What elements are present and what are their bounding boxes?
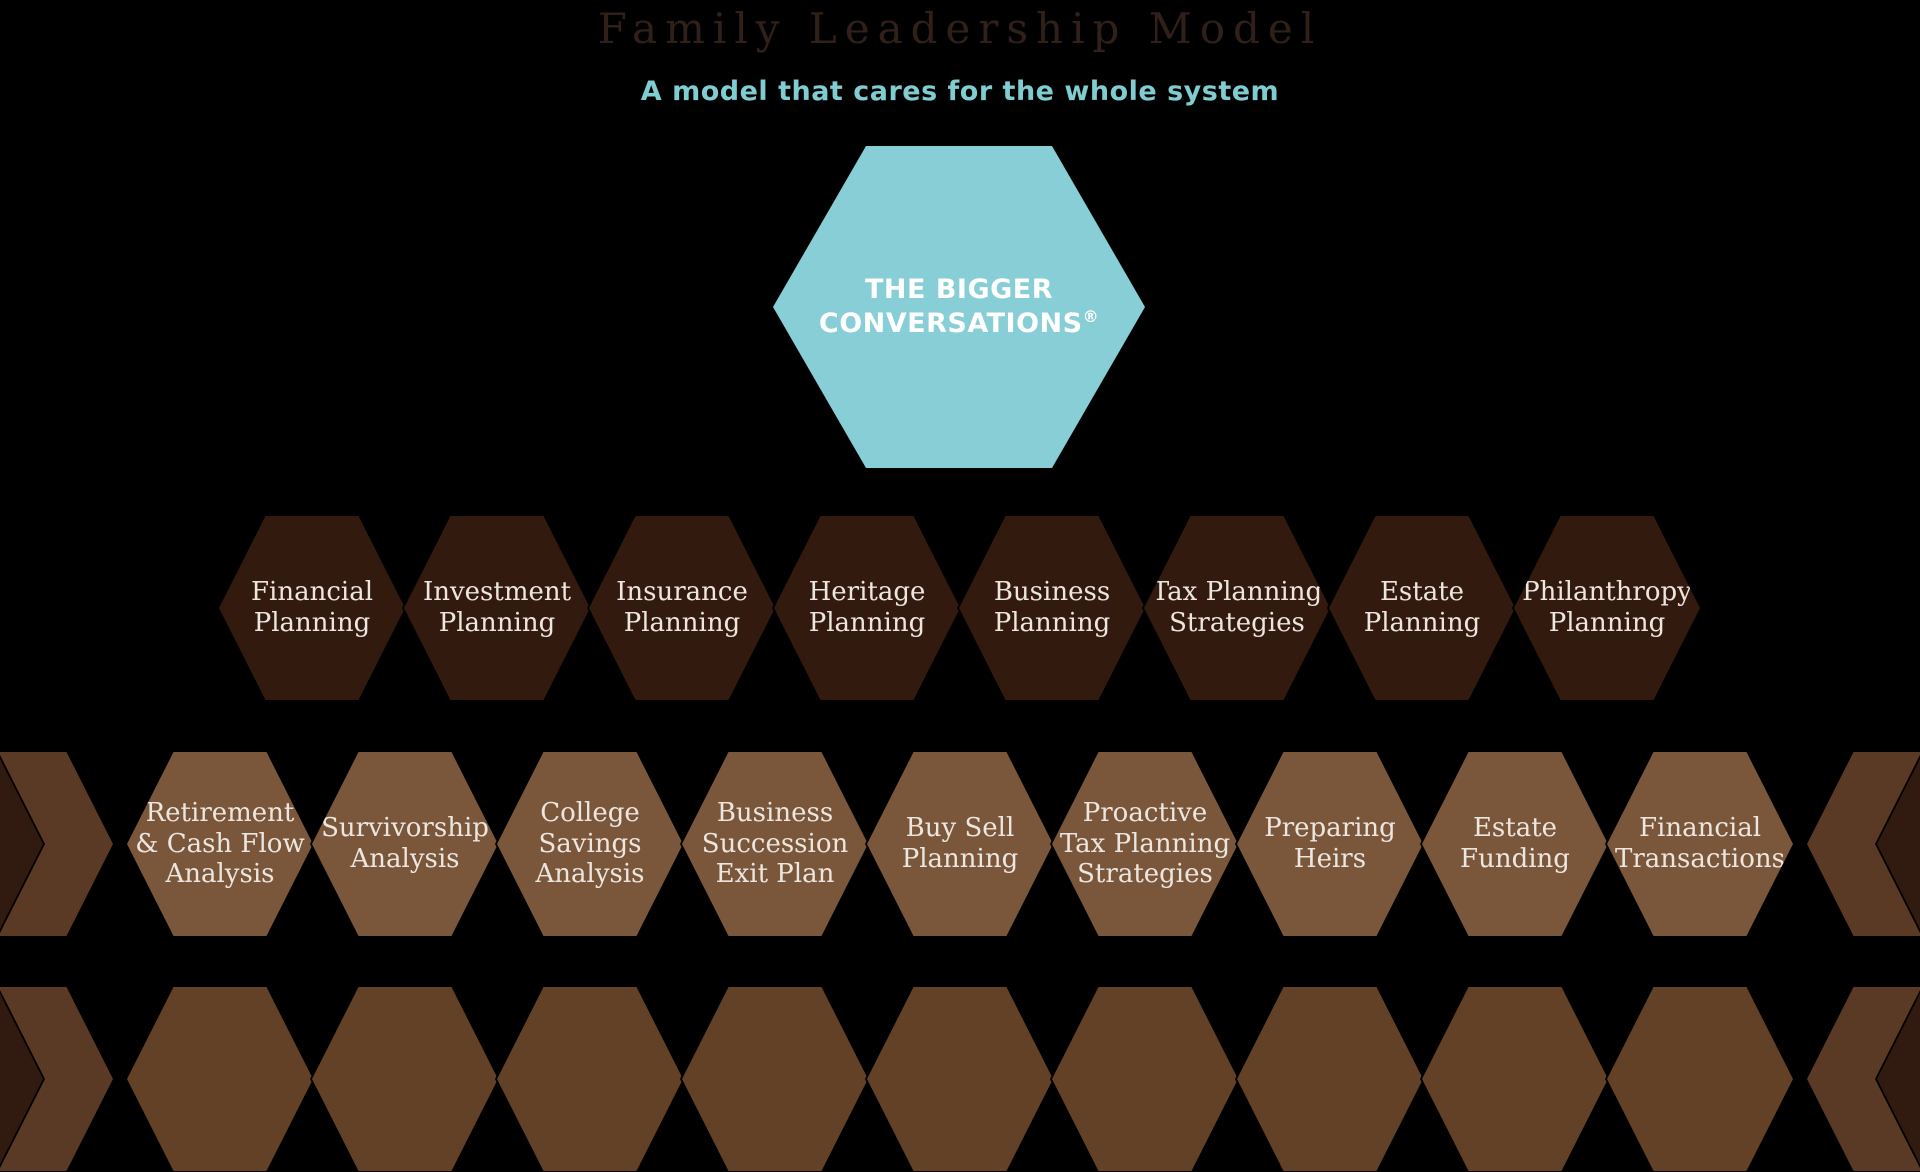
hexagon-fill — [1237, 987, 1423, 1171]
hexagon-label: Survivorship Analysis — [321, 813, 489, 874]
hexagon-label: Insurance Planning — [616, 577, 748, 638]
hexagon-fill — [312, 987, 498, 1171]
hexagon-fill: Insurance Planning — [589, 516, 775, 700]
hexagon-philanthropy-planning: Philanthropy Planning — [1512, 514, 1702, 702]
center-hexagon-label-line1: THE BIGGER — [864, 274, 1054, 306]
registered-trademark-symbol: ® — [1082, 307, 1100, 326]
bottom-hexagon-1 — [125, 985, 315, 1172]
bottom-hexagon-4 — [680, 985, 870, 1172]
hexagon-fill: College Savings Analysis — [497, 752, 683, 936]
center-hexagon-the-bigger-conversations: THE BIGGER CONVERSATIONS® — [773, 146, 1145, 468]
page-title: Family Leadership Model — [597, 4, 1323, 53]
hexagon-fill: Proactive Tax Planning Strategies — [1052, 752, 1238, 936]
hexagon-fill: Business Succession Exit Plan — [682, 752, 868, 936]
hexagon-label: Tax Planning Strategies — [1151, 577, 1323, 638]
hexagon-estate-funding: Estate Funding — [1420, 750, 1610, 938]
hexagon-fill: Philanthropy Planning — [1514, 516, 1700, 700]
hexagon-estate-planning: Estate Planning — [1327, 514, 1517, 702]
hexagon-fill: Preparing Heirs — [1237, 752, 1423, 936]
page-subtitle: A model that cares for the whole system — [640, 76, 1280, 107]
hexagon-fill — [1422, 987, 1608, 1171]
hexagon-college-savings-analysis: College Savings Analysis — [495, 750, 685, 938]
hexagon-fill — [1607, 987, 1793, 1171]
hexagon-fill: Retirement & Cash Flow Analysis — [127, 752, 313, 936]
hexagon-label: Buy Sell Planning — [901, 813, 1019, 874]
hexagon-label: Financial Planning — [250, 577, 374, 638]
hexagon-label: College Savings Analysis — [535, 797, 645, 890]
center-hexagon-label-line2: CONVERSATIONS® — [818, 307, 1100, 339]
hexagon-label: Retirement & Cash Flow Analysis — [135, 797, 305, 890]
hexagon-label: Estate Planning — [1363, 577, 1481, 638]
hexagon-business-succession-exit-plan: Business Succession Exit Plan — [680, 750, 870, 938]
hexagon-insurance-planning: Insurance Planning — [587, 514, 777, 702]
bottom-hexagon-6 — [1050, 985, 1240, 1172]
hexagon-fill — [682, 987, 868, 1171]
hexagon-label: Business Planning — [993, 577, 1111, 638]
hexagon-fill — [127, 987, 313, 1171]
hexagon-fill — [867, 987, 1053, 1171]
hexagon-buy-sell-planning: Buy Sell Planning — [865, 750, 1055, 938]
hexagon-financial-transactions: Financial Transactions — [1605, 750, 1795, 938]
hexagon-retirement-cash-flow-analysis: Retirement & Cash Flow Analysis — [125, 750, 315, 938]
bottom-hexagon-9 — [1605, 985, 1795, 1172]
hexagon-fill: Financial Planning — [219, 516, 405, 700]
hexagon-fill: Survivorship Analysis — [312, 752, 498, 936]
hexagon-survivorship-analysis: Survivorship Analysis — [310, 750, 500, 938]
bottom-hexagon-8 — [1420, 985, 1610, 1172]
center-hexagon-label: THE BIGGER CONVERSATIONS® — [819, 273, 1099, 341]
hexagon-label: Investment Planning — [422, 577, 572, 638]
hexagon-fill: Estate Funding — [1422, 752, 1608, 936]
hexagon-label: Business Succession Exit Plan — [701, 797, 849, 890]
hexagon-preparing-heirs: Preparing Heirs — [1235, 750, 1425, 938]
hexagon-fill: Financial Transactions — [1607, 752, 1793, 936]
hexagon-business-planning: Business Planning — [957, 514, 1147, 702]
bottom-hexagon-7 — [1235, 985, 1425, 1172]
hexagon-label: Proactive Tax Planning Strategies — [1059, 797, 1231, 890]
hexagon-fill: Buy Sell Planning — [867, 752, 1053, 936]
hexagon-tax-planning-strategies: Tax Planning Strategies — [1142, 514, 1332, 702]
hexagon-fill: Tax Planning Strategies — [1144, 516, 1330, 700]
hexagon-fill — [1052, 987, 1238, 1171]
hexagon-label: Philanthropy Planning — [1522, 577, 1692, 638]
hexagon-heritage-planning: Heritage Planning — [772, 514, 962, 702]
hexagon-fill: Business Planning — [959, 516, 1145, 700]
hexagon-proactive-tax-planning-strategies: Proactive Tax Planning Strategies — [1050, 750, 1240, 938]
hexagon-label: Estate Funding — [1460, 813, 1570, 874]
hexagon-fill: Investment Planning — [404, 516, 590, 700]
bottom-hexagon-2 — [310, 985, 500, 1172]
hexagon-fill — [497, 987, 683, 1171]
bottom-hexagon-5 — [865, 985, 1055, 1172]
hexagon-label: Heritage Planning — [808, 577, 926, 638]
hexagon-label: Preparing Heirs — [1264, 813, 1396, 874]
hexagon-investment-planning: Investment Planning — [402, 514, 592, 702]
hexagon-fill: Estate Planning — [1329, 516, 1515, 700]
hexagon-fill: Heritage Planning — [774, 516, 960, 700]
hexagon-label: Financial Transactions — [1615, 813, 1785, 874]
hexagon-financial-planning: Financial Planning — [217, 514, 407, 702]
bottom-hexagon-3 — [495, 985, 685, 1172]
